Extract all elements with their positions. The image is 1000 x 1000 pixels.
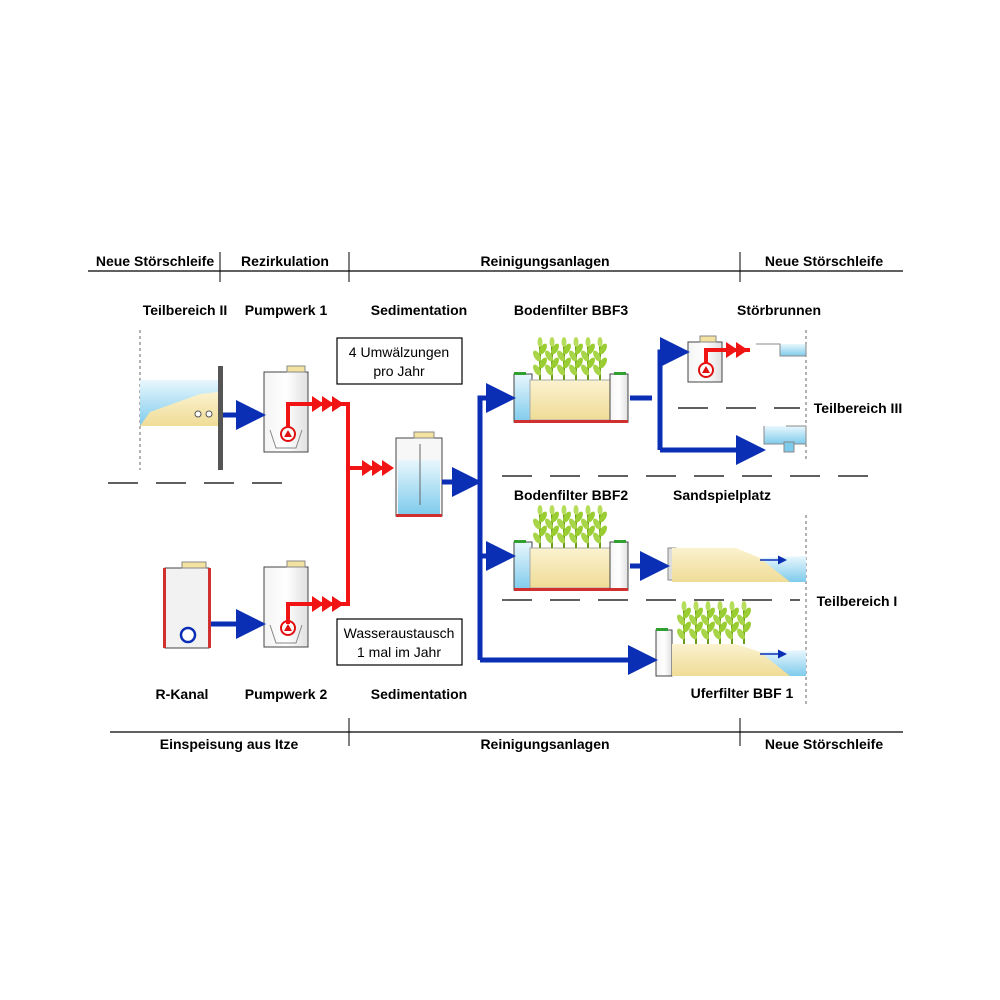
pumpwerk-2-tank (263, 560, 309, 648)
label-teilbereich-3: Teilbereich III (814, 400, 902, 416)
plants-bbf1 (674, 600, 754, 645)
label-teilbereich-1: Teilbereich I (817, 593, 898, 609)
label-teilbereich-2: Teilbereich II (143, 302, 228, 318)
label-uferfilter-1: Uferfilter BBF 1 (691, 685, 794, 701)
recirculation-arrows (312, 342, 748, 612)
header-top-col1: Neue Störschleife (96, 253, 214, 269)
outlet-teilbereich-3 (763, 425, 807, 453)
label-bodenfilter-3: Bodenfilter BBF3 (514, 302, 629, 318)
sedimentation-tank (395, 431, 443, 517)
note-wasseraustausch: Wasseraustausch 1 mal im Jahr (336, 618, 463, 666)
header-bottom-col4: Neue Störschleife (765, 736, 883, 752)
pond-teilbereich-2 (140, 366, 223, 470)
area-dividers (108, 407, 880, 601)
note-umwaelzungen-line1: 4 Umwälzungen (349, 344, 449, 360)
plants-bbf3 (530, 336, 610, 381)
flow-to-bbf3 (477, 383, 516, 660)
label-stoerbrunnen: Störbrunnen (737, 302, 821, 318)
component-labels: Teilbereich II Pumpwerk 1 Sedimentation … (143, 302, 902, 702)
header-top-col4: Neue Störschleife (765, 253, 883, 269)
header-top-col2: Rezirkulation (241, 253, 329, 269)
note-wasseraustausch-line1: Wasseraustausch (344, 625, 455, 641)
label-r-kanal: R-Kanal (156, 686, 209, 702)
header-bottom-col1: Einspeisung aus Itze (160, 736, 299, 752)
note-wasseraustausch-line2: 1 mal im Jahr (357, 644, 441, 660)
header-bottom-col3: Reinigungsanlagen (480, 736, 609, 752)
water-flow-lines (211, 337, 766, 675)
label-sedimentation-bottom: Sedimentation (371, 686, 467, 702)
label-sandspielplatz: Sandspielplatz (673, 487, 771, 503)
uferfilter-1 (655, 600, 806, 677)
header-top-col3: Reinigungsanlagen (480, 253, 609, 269)
label-sedimentation-top: Sedimentation (371, 302, 467, 318)
flow-pumpwerks-recirculation (286, 402, 350, 624)
plants-bbf2 (530, 504, 610, 549)
header-bottom: Einspeisung aus Itze Reinigungsanlagen N… (110, 718, 903, 752)
label-bodenfilter-2: Bodenfilter BBF2 (514, 487, 629, 503)
note-umwaelzungen: 4 Umwälzungen pro Jahr (336, 337, 463, 385)
sandspielplatz-area (667, 547, 806, 582)
label-pumpwerk-1: Pumpwerk 1 (245, 302, 328, 318)
r-kanal-tank (163, 561, 211, 649)
note-umwaelzungen-line2: pro Jahr (373, 363, 425, 379)
header-top: Neue Störschleife Rezirkulation Reinigun… (88, 252, 903, 282)
label-pumpwerk-2: Pumpwerk 2 (245, 686, 328, 702)
bodenfilter-3 (513, 336, 629, 423)
bodenfilter-2 (513, 504, 629, 591)
flow-to-stoerbrunnen (657, 337, 690, 450)
